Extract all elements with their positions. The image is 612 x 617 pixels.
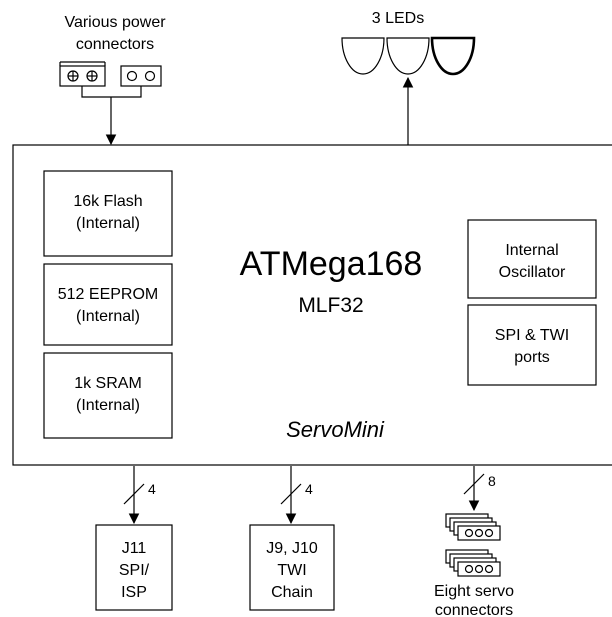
flash-block: 16k Flash (Internal)	[43, 170, 173, 257]
chip-package: MLF32	[298, 294, 363, 317]
j9-line2: TWI	[277, 562, 306, 579]
sram-block: 1k SRAM (Internal)	[43, 352, 173, 439]
ports-block: SPI & TWI ports	[467, 304, 597, 386]
oscillator-line2: Oscillator	[499, 264, 566, 281]
chip-name: ATMega168	[240, 245, 423, 283]
oscillator-block: Internal Oscillator	[467, 219, 597, 299]
power-wire	[81, 86, 142, 98]
servo-bus-width: 8	[488, 473, 496, 489]
eeprom-block: 512 EEPROM (Internal)	[43, 263, 173, 346]
ports-line2: ports	[514, 349, 550, 366]
power-connectors-group: Various power connectors	[59, 14, 166, 146]
led-1-icon	[341, 37, 385, 75]
twi-bus: 4 J9, J10 TWI Chain	[249, 466, 335, 611]
sram-line2: (Internal)	[76, 397, 140, 414]
j9-j10-connector	[249, 524, 335, 611]
flash-line1: 16k Flash	[73, 193, 142, 210]
power-label-line2: connectors	[76, 36, 154, 53]
j11-line2: SPI/	[119, 562, 150, 579]
j11-line3: ISP	[121, 584, 147, 601]
spi-bus: 4 J11 SPI/ ISP	[95, 466, 173, 611]
board-name: ServoMini	[286, 417, 385, 442]
j11-connector	[95, 524, 173, 611]
led-2-icon	[386, 37, 430, 75]
screw-terminal-icon	[59, 61, 106, 87]
servo-connector-stack-1-icon	[445, 513, 501, 541]
flash-line2: (Internal)	[76, 215, 140, 232]
servo-connector-stack-2-icon	[445, 549, 501, 577]
servo-line2: connectors	[435, 602, 513, 617]
spi-bus-width: 4	[148, 481, 156, 497]
leds-label: 3 LEDs	[372, 10, 424, 27]
sram-line1: 1k SRAM	[74, 375, 142, 392]
j9-line1: J9, J10	[266, 540, 318, 557]
j9-line3: Chain	[271, 584, 313, 601]
j11-line1: J11	[122, 540, 147, 557]
oscillator-line1: Internal	[505, 242, 558, 259]
eeprom-line1: 512 EEPROM	[58, 286, 158, 303]
leds-group: 3 LEDs	[341, 10, 476, 145]
twi-bus-width: 4	[305, 481, 313, 497]
power-label-line1: Various power	[64, 14, 166, 31]
eeprom-line2: (Internal)	[76, 308, 140, 325]
led-3-icon	[430, 36, 476, 76]
servo-line1: Eight servo	[434, 583, 514, 600]
barrel-header-icon	[120, 65, 162, 87]
ports-line1: SPI & TWI	[495, 327, 569, 344]
servo-bus: 8 Eight servo connectors	[434, 466, 514, 617]
